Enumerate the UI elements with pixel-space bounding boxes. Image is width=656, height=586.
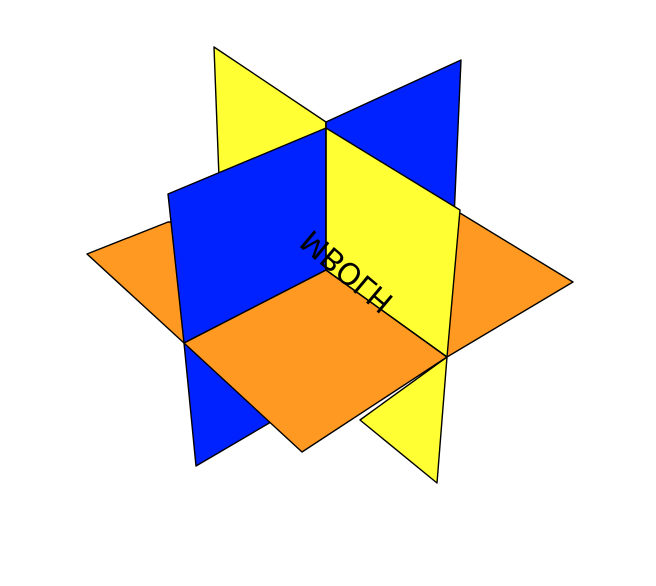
blue-horizontal-intersection-line	[183, 269, 327, 344]
yellow-plane-bottom	[359, 356, 448, 484]
yellow-horizontal-intersection-line	[325, 269, 448, 358]
